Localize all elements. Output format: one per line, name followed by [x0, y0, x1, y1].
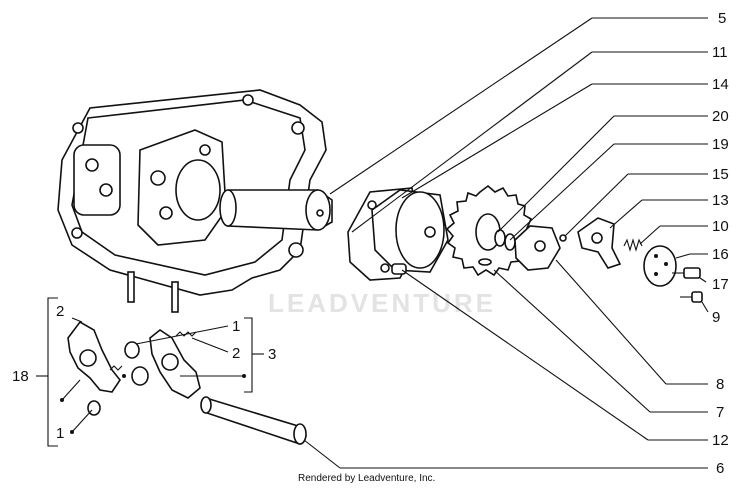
- callout-6: 6: [716, 460, 724, 477]
- plate-16: [643, 245, 677, 287]
- callout-1-bottom: 1: [56, 425, 64, 442]
- callout-1-top: 1: [232, 318, 240, 335]
- callout-9: 9: [712, 309, 720, 326]
- bracket-group: [36, 297, 264, 447]
- callout-11: 11: [712, 44, 728, 61]
- callout-17: 17: [712, 276, 729, 293]
- callout-18: 18: [12, 368, 29, 385]
- callout-19: 19: [712, 136, 729, 153]
- nut-1: [124, 341, 140, 359]
- rocker-arm-left: [67, 320, 121, 393]
- callout-3: 3: [268, 346, 276, 363]
- sprocket: [445, 184, 534, 277]
- washer-1: [131, 366, 149, 386]
- callout-20: 20: [712, 108, 729, 125]
- callout-16: 16: [712, 246, 729, 263]
- watermark-text: LEADVENTURE: [268, 288, 496, 318]
- callout-8: 8: [716, 376, 724, 393]
- pin-15: [559, 234, 567, 242]
- callout-13: 13: [712, 192, 729, 209]
- cam-8: [514, 225, 561, 271]
- camshaft: [219, 189, 333, 231]
- washer-20: [494, 229, 506, 247]
- cylinder-head: [57, 89, 327, 313]
- cover: [371, 189, 449, 273]
- leader-lines: [303, 17, 709, 469]
- callout-5: 5: [718, 10, 726, 27]
- callout-14: 14: [712, 76, 729, 93]
- callout-2-left: 2: [56, 303, 64, 320]
- footer-credit: Rendered by Leadventure, Inc.: [298, 473, 435, 484]
- adjust-screw-2-left: [109, 365, 123, 371]
- callout-7: 7: [716, 404, 724, 421]
- decompressor-lever: [577, 217, 622, 269]
- rocker-arm-right: [149, 329, 201, 399]
- bolt-17: [672, 267, 701, 279]
- bolt-9: [680, 291, 703, 303]
- callout-2-right: 2: [232, 345, 240, 362]
- callout-12: 12: [712, 432, 729, 449]
- rocker-shaft-6: [200, 396, 308, 445]
- spring-10: [623, 238, 643, 252]
- callout-15: 15: [712, 166, 729, 183]
- callout-10: 10: [712, 218, 729, 235]
- screw-12: [391, 263, 407, 275]
